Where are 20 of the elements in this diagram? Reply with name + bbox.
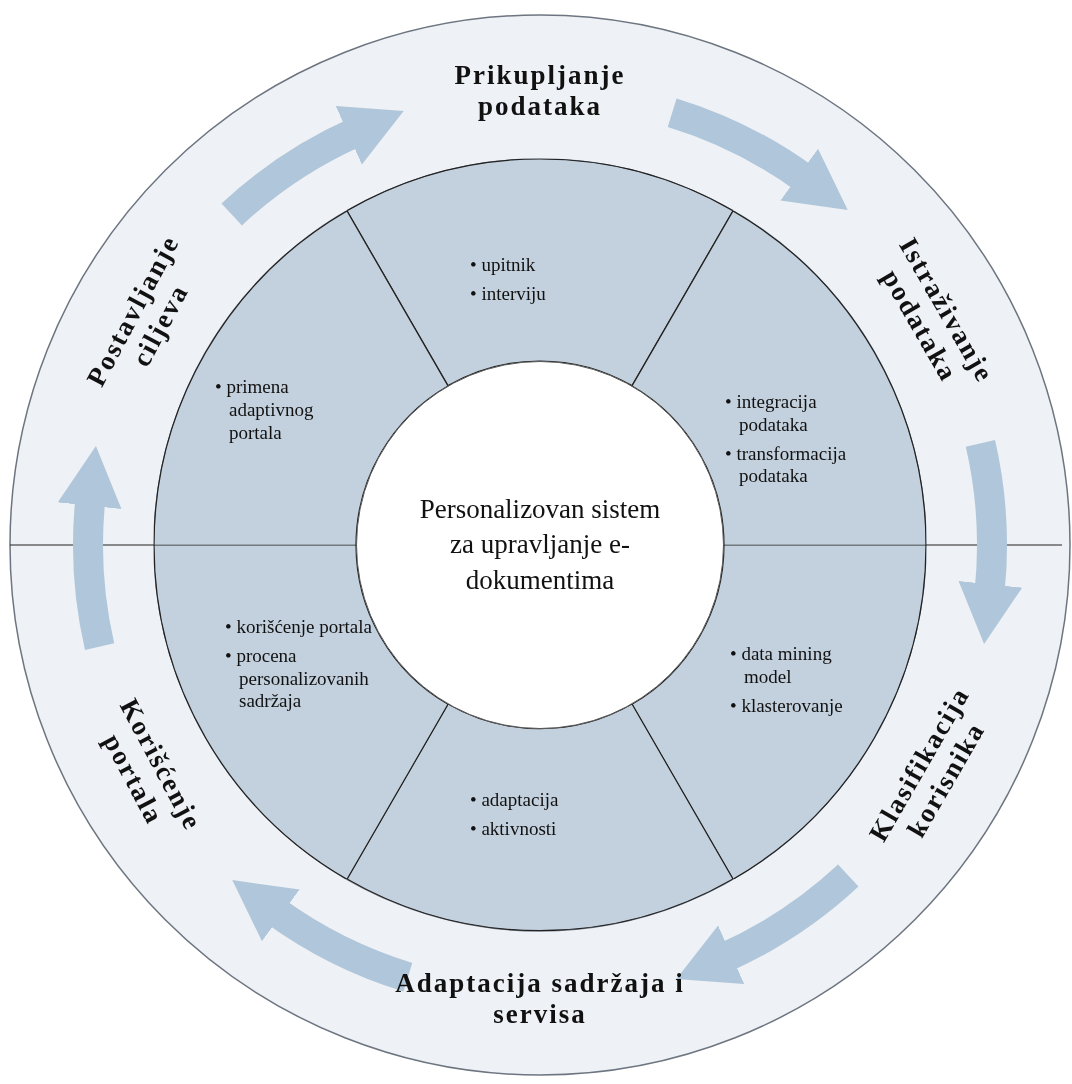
bullet-item: • upitnik bbox=[470, 254, 537, 277]
bullet-item: • korišćenje portala bbox=[225, 616, 373, 640]
phase-label: Adaptacija sadržaja i servisa bbox=[390, 968, 690, 1031]
bullet-item: • transformacija podataka bbox=[725, 443, 848, 489]
bullet-item: • adaptacija bbox=[470, 789, 560, 812]
curved-arrow bbox=[958, 440, 1022, 645]
curved-arrow bbox=[667, 98, 849, 209]
bullet-item: • data mining model bbox=[730, 642, 833, 689]
curved-arrow bbox=[231, 881, 413, 992]
bullet-item: • interviju bbox=[470, 283, 547, 306]
center-title: Personalizovan sistem za upravljanje e-dokumentima bbox=[418, 493, 662, 597]
curved-arrow bbox=[58, 445, 122, 650]
curved-arrow bbox=[221, 106, 403, 226]
curved-arrow bbox=[677, 864, 859, 984]
bullet-item: • klasterovanje bbox=[730, 694, 844, 718]
bullet-item: • aktivnosti bbox=[470, 818, 558, 841]
phase-label: Prikupljanje podataka bbox=[390, 60, 690, 123]
bullet-item: • procena personalizovanih sadržaja bbox=[225, 645, 370, 714]
bullet-item: • integracija podataka bbox=[725, 391, 818, 437]
bullet-item: • primena adaptivnog portala bbox=[215, 375, 315, 445]
